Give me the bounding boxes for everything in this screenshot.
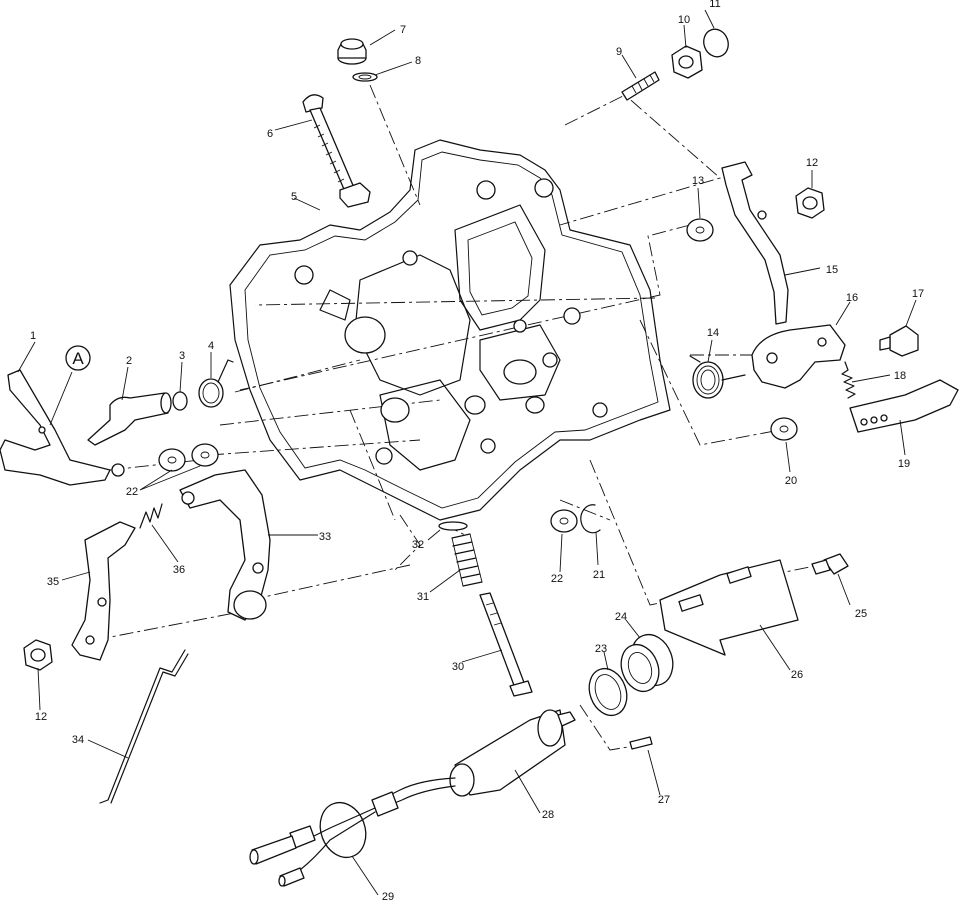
- callout-11: 11: [709, 0, 720, 10]
- part-10-nut: [671, 45, 703, 79]
- part-12-nut-lower: [23, 639, 53, 671]
- part-13-washer: [686, 218, 714, 242]
- callout-6: 6: [267, 128, 273, 140]
- part-9-stud: [621, 71, 660, 101]
- callout-labels: 1 2 3 4 5 6 7 8 9 10 11 12 12 13 14 15 1…: [30, 0, 924, 903]
- callout-22-left: 22: [126, 486, 138, 498]
- callout-23: 23: [595, 643, 607, 655]
- part-17-bolt: [879, 325, 919, 357]
- part-14-spring: [689, 355, 746, 399]
- part-25-bolt: [811, 553, 849, 575]
- leader-lines: [17, 9, 917, 896]
- callout-9: 9: [616, 46, 622, 58]
- callout-25: 25: [855, 608, 867, 620]
- callout-7: 7: [400, 24, 406, 36]
- part-22-washers-left: [111, 443, 219, 477]
- callout-15: 15: [826, 264, 838, 276]
- callout-31: 31: [417, 591, 429, 603]
- part-19-arm: [849, 379, 959, 433]
- callout-26: 26: [791, 669, 803, 681]
- callout-16: 16: [846, 292, 858, 304]
- callout-17: 17: [912, 288, 924, 300]
- part-30-bolt: [479, 592, 533, 697]
- callout-32: 32: [412, 539, 424, 551]
- part-22-washer-right: [550, 509, 578, 533]
- part-20-washer: [770, 417, 798, 441]
- callout-2: 2: [126, 355, 132, 367]
- part-36-spring: [139, 503, 163, 529]
- callout-21: 21: [593, 569, 605, 581]
- assembly-centerlines: [94, 84, 821, 751]
- callout-19: 19: [898, 458, 910, 470]
- part-35-lever: [71, 521, 136, 661]
- part-32-washer: [438, 521, 468, 531]
- callout-27: 27: [658, 794, 670, 806]
- view-marker-a: A: [65, 345, 91, 371]
- part-6-bolt: [302, 94, 371, 208]
- part-34-rod: [99, 649, 189, 804]
- part-3-oring: [172, 391, 188, 411]
- callout-22-right: 22: [551, 573, 563, 585]
- part-28-solenoid: [379, 709, 576, 809]
- callout-30: 30: [452, 661, 464, 673]
- part-11-cap: [703, 28, 729, 58]
- callout-3: 3: [179, 350, 185, 362]
- callout-12-upper: 12: [806, 157, 818, 169]
- callout-1: 1: [30, 330, 36, 342]
- callout-4: 4: [208, 340, 214, 352]
- part-15-lever: [721, 161, 789, 325]
- callout-29: 29: [382, 891, 394, 903]
- part-27-pin: [629, 736, 653, 750]
- callout-36: 36: [173, 564, 185, 576]
- callout-28: 28: [542, 809, 554, 821]
- part-33-lever: [179, 469, 271, 621]
- callout-10: 10: [678, 14, 690, 26]
- part-4-spring: [198, 359, 234, 408]
- callout-14: 14: [707, 327, 719, 339]
- part-8-washer: [352, 72, 378, 82]
- callout-33: 33: [319, 531, 331, 543]
- part-16-bracket: [751, 324, 846, 389]
- callout-13: 13: [692, 175, 704, 187]
- part-18-spring: [841, 361, 856, 399]
- part-23-ring: [588, 667, 628, 717]
- view-marker-label: A: [72, 349, 84, 368]
- callout-5: 5: [291, 191, 297, 203]
- part-31-spring: [451, 533, 483, 587]
- part-2-shaft: [87, 392, 172, 446]
- part-29-wiring: [249, 791, 399, 887]
- callout-24: 24: [615, 611, 627, 623]
- callout-8: 8: [415, 55, 421, 67]
- crankcase-housing: [229, 139, 671, 521]
- part-12-nut-upper: [795, 187, 825, 219]
- callout-35: 35: [47, 576, 59, 588]
- part-7-plug: [337, 38, 367, 65]
- callout-18: 18: [894, 370, 906, 382]
- callout-34: 34: [72, 734, 84, 746]
- callout-20: 20: [785, 475, 797, 487]
- part-1-shift-arm: [0, 369, 111, 486]
- callout-12-lower: 12: [35, 711, 47, 723]
- part-26-plate: [659, 559, 799, 656]
- part-21-clip: [580, 504, 601, 534]
- part-24-bushing: [620, 633, 674, 693]
